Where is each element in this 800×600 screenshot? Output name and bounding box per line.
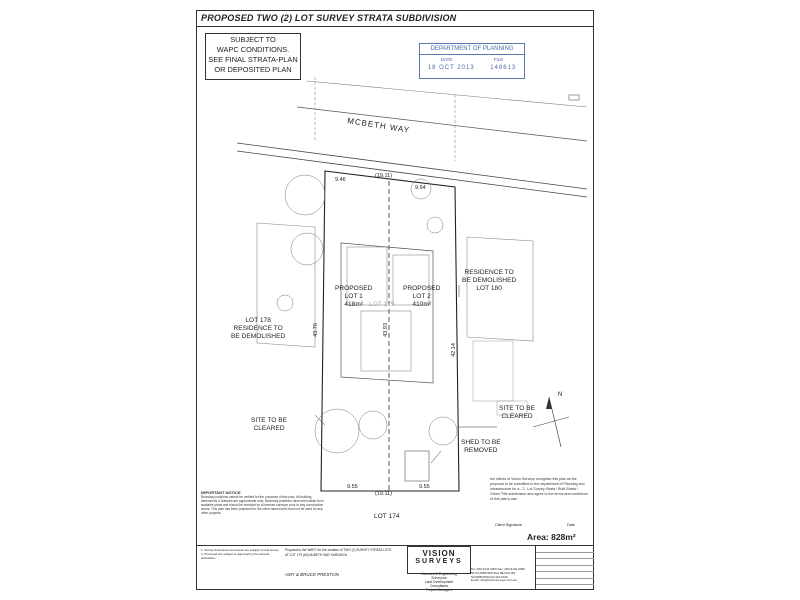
residence-room — [346, 246, 388, 306]
tree-canopy — [284, 174, 326, 216]
conditions-line: WAPC CONDITIONS. — [216, 45, 290, 54]
client-signature-label: Client Signature — [495, 523, 523, 527]
dimension-label: 9.64 — [415, 185, 426, 191]
client-name: AMY & BRUCE PRESTON — [285, 572, 339, 577]
tree-canopy — [428, 416, 458, 446]
important-notice: IMPORTANT NOTICE Boundary positions cann… — [201, 490, 327, 516]
dimension-label: (19.11) — [375, 173, 393, 179]
company-services: Licensed & Engineering Surveyors Land De… — [421, 572, 457, 592]
dimension-label: (19.11) — [375, 491, 393, 497]
north-label: N — [558, 392, 563, 398]
street-boundary-line — [306, 80, 588, 108]
department-stamp: DEPARTMENT OF PLANNING DATE FILE 18 OCT … — [419, 43, 525, 79]
dimension-label: 42.14 — [450, 343, 457, 357]
conditions-line: OR DEPOSITED PLAN — [214, 65, 292, 74]
adjacent-residence-outline — [256, 222, 316, 348]
residence-room — [392, 254, 430, 306]
title-divider — [197, 26, 593, 27]
lot-179-label: LOT 179 — [369, 301, 395, 308]
leader-line — [430, 450, 442, 464]
title-block-notes: 1. Survey dimensions and areas are subje… — [201, 548, 280, 560]
stamp-file-label: FILE — [493, 57, 504, 62]
conditions-line: SUBJECT TO — [230, 35, 276, 44]
stamp-department: DEPARTMENT OF PLANNING — [420, 44, 524, 55]
signature-date-label: Date — [567, 523, 576, 527]
shed-outline — [404, 450, 430, 482]
dimension-label: 9.46 — [335, 177, 346, 183]
drawing-info-table — [535, 546, 594, 590]
lot-179-boundary — [320, 170, 460, 492]
stamp-file-value: 148613 — [490, 65, 517, 71]
tree-canopy — [276, 294, 294, 312]
conditions-box: SUBJECT TO WAPC CONDITIONS. SEE FINAL ST… — [205, 33, 301, 80]
stamp-date-label: DATE — [440, 57, 453, 62]
survey-plan-sheet: PROPOSED TWO (2) LOT SURVEY STRATA SUBDI… — [196, 10, 594, 592]
tree-canopy — [410, 178, 432, 200]
street-boundary-line — [296, 106, 588, 142]
leader-line — [314, 414, 326, 426]
kerb-line — [236, 142, 588, 190]
plan-title: PROPOSED TWO (2) LOT SURVEY STRATA SUBDI… — [201, 13, 457, 23]
tree-canopy — [426, 216, 444, 234]
north-arrow-head — [546, 397, 552, 409]
tree-canopy — [290, 232, 324, 266]
proposal-description: Proposal to the WAPC for the creation of… — [285, 548, 392, 557]
dimension-label: 43.76 — [312, 323, 319, 337]
notice-title: IMPORTANT NOTICE — [201, 490, 241, 495]
dimension-label: 43.93 — [382, 323, 389, 337]
tree-canopy — [358, 410, 388, 440]
existing-residence-outline — [340, 242, 434, 384]
dimension-label: 9.55 — [419, 484, 430, 490]
conditions-line: SEE FINAL STRATA-PLAN — [208, 55, 298, 64]
residence-room — [360, 310, 412, 372]
adjacent-structure — [472, 340, 514, 402]
stamp-date-value: 18 OCT 2013 — [427, 65, 475, 71]
company-contact: Tel: (08) 9144 0000 Fax: (08) 9144 0099 … — [471, 567, 525, 583]
survey-mark — [568, 94, 580, 101]
tree-canopy — [314, 408, 360, 454]
lot-174-label: LOT 174 — [374, 513, 400, 520]
kerb-line — [236, 150, 588, 198]
adjacent-structure — [496, 400, 528, 416]
dimension-label: 9.55 — [347, 484, 358, 490]
title-block: 1. Survey dimensions and areas are subje… — [197, 545, 594, 592]
notice-text: Boundary positions cannot be verified fo… — [201, 495, 324, 515]
north-arrow-line — [532, 416, 570, 428]
adjacent-residence-outline — [466, 236, 534, 342]
total-area: Area: 828m² — [527, 532, 576, 542]
vision-surveys-logo: VISION SURVEYS — [407, 546, 471, 574]
plan-drawing — [236, 77, 588, 492]
client-acknowledgement: the clients of Vision Surveys recognise … — [490, 477, 588, 501]
